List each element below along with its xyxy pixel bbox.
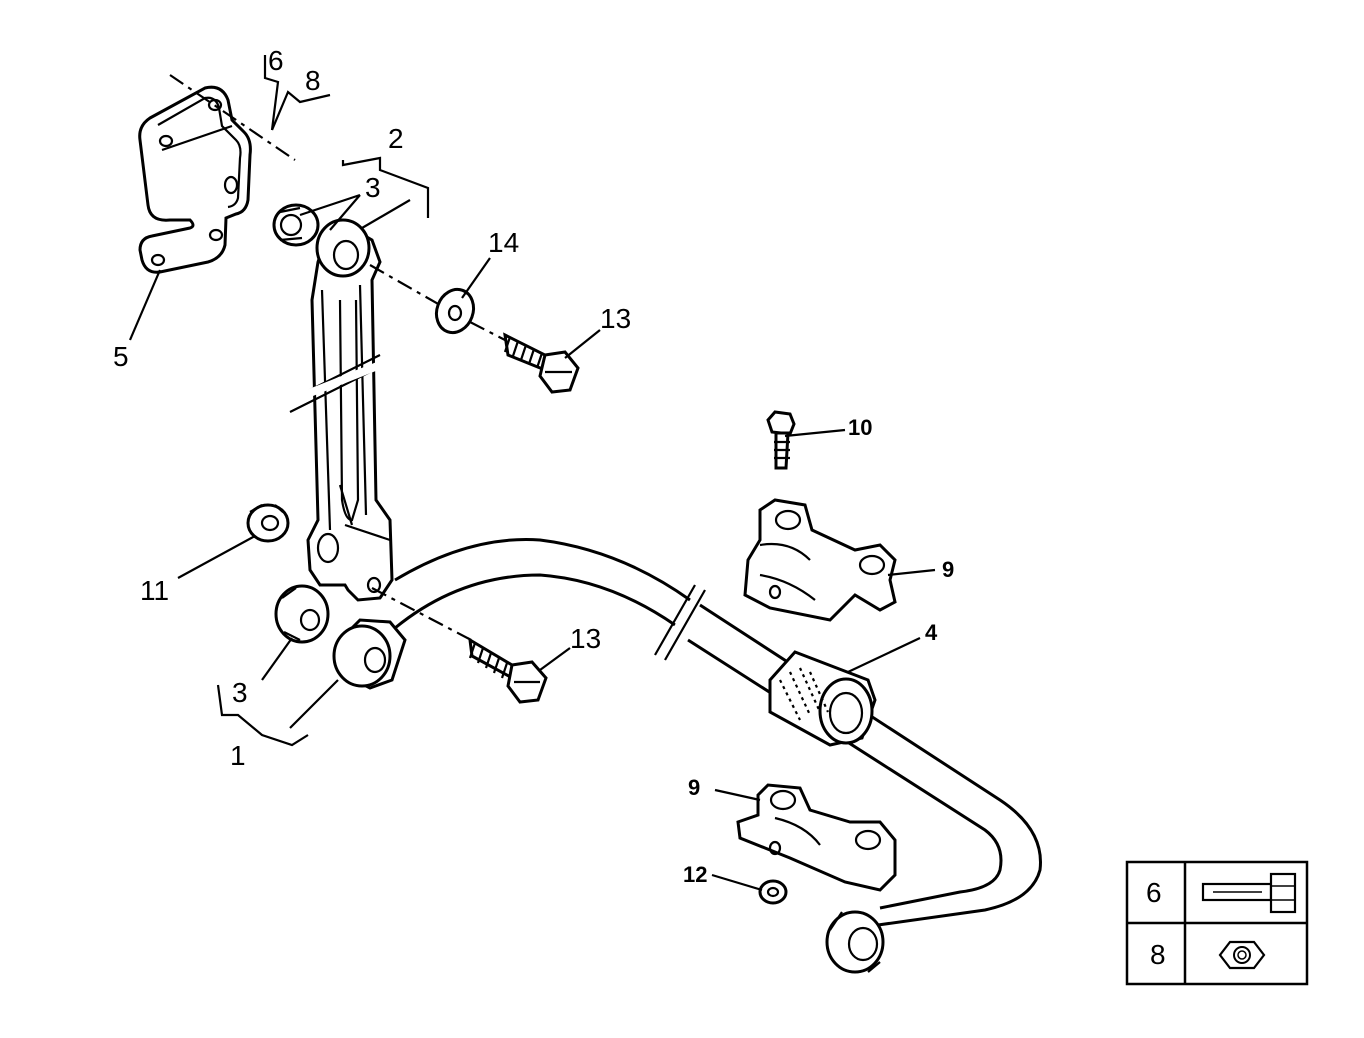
callout-6: 6 xyxy=(268,45,284,76)
bolt-icon xyxy=(1201,872,1297,914)
callout-11: 11 xyxy=(140,575,169,606)
fastener-legend: 6 8 xyxy=(1125,860,1309,986)
bar-bushing xyxy=(768,650,877,747)
callout-8: 8 xyxy=(305,65,321,96)
callout-14: 14 xyxy=(488,227,519,258)
callout-12: 12 xyxy=(683,862,707,887)
legend-number-6: 6 xyxy=(1146,877,1162,908)
nut-icon xyxy=(1218,940,1266,970)
washer xyxy=(434,287,506,341)
stabilizer-bar xyxy=(394,538,1042,927)
upper-bushing xyxy=(272,199,411,247)
lower-bolt xyxy=(468,637,548,704)
flange-nut xyxy=(246,503,290,543)
link-arm xyxy=(285,218,394,602)
lower-clamp xyxy=(736,783,897,892)
callout-13-lower: 13 xyxy=(570,623,601,654)
callout-2: 2 xyxy=(388,123,404,154)
bar-end-eye xyxy=(332,618,407,690)
callout-labels: 6 8 2 3 14 13 5 10 9 4 11 13 3 1 9 12 xyxy=(113,45,954,887)
upper-bolt xyxy=(503,332,580,394)
clamp-bolt xyxy=(766,410,796,470)
callout-4: 4 xyxy=(925,620,938,645)
legend-number-8: 8 xyxy=(1150,939,1166,970)
callout-3-lower: 3 xyxy=(232,677,248,708)
callout-3-upper: 3 xyxy=(365,172,381,203)
lower-bushing xyxy=(274,584,330,644)
callout-10: 10 xyxy=(848,415,872,440)
clamp-nut xyxy=(758,879,788,905)
leader-lines xyxy=(128,55,936,892)
bar-right-eye xyxy=(825,910,885,974)
callout-13-upper: 13 xyxy=(600,303,631,334)
callout-9-lower: 9 xyxy=(688,775,700,800)
upper-clamp xyxy=(743,498,897,622)
mounting-bracket xyxy=(138,74,296,274)
callout-9-upper: 9 xyxy=(942,557,954,582)
callout-1: 1 xyxy=(230,740,246,771)
callout-5: 5 xyxy=(113,341,129,372)
